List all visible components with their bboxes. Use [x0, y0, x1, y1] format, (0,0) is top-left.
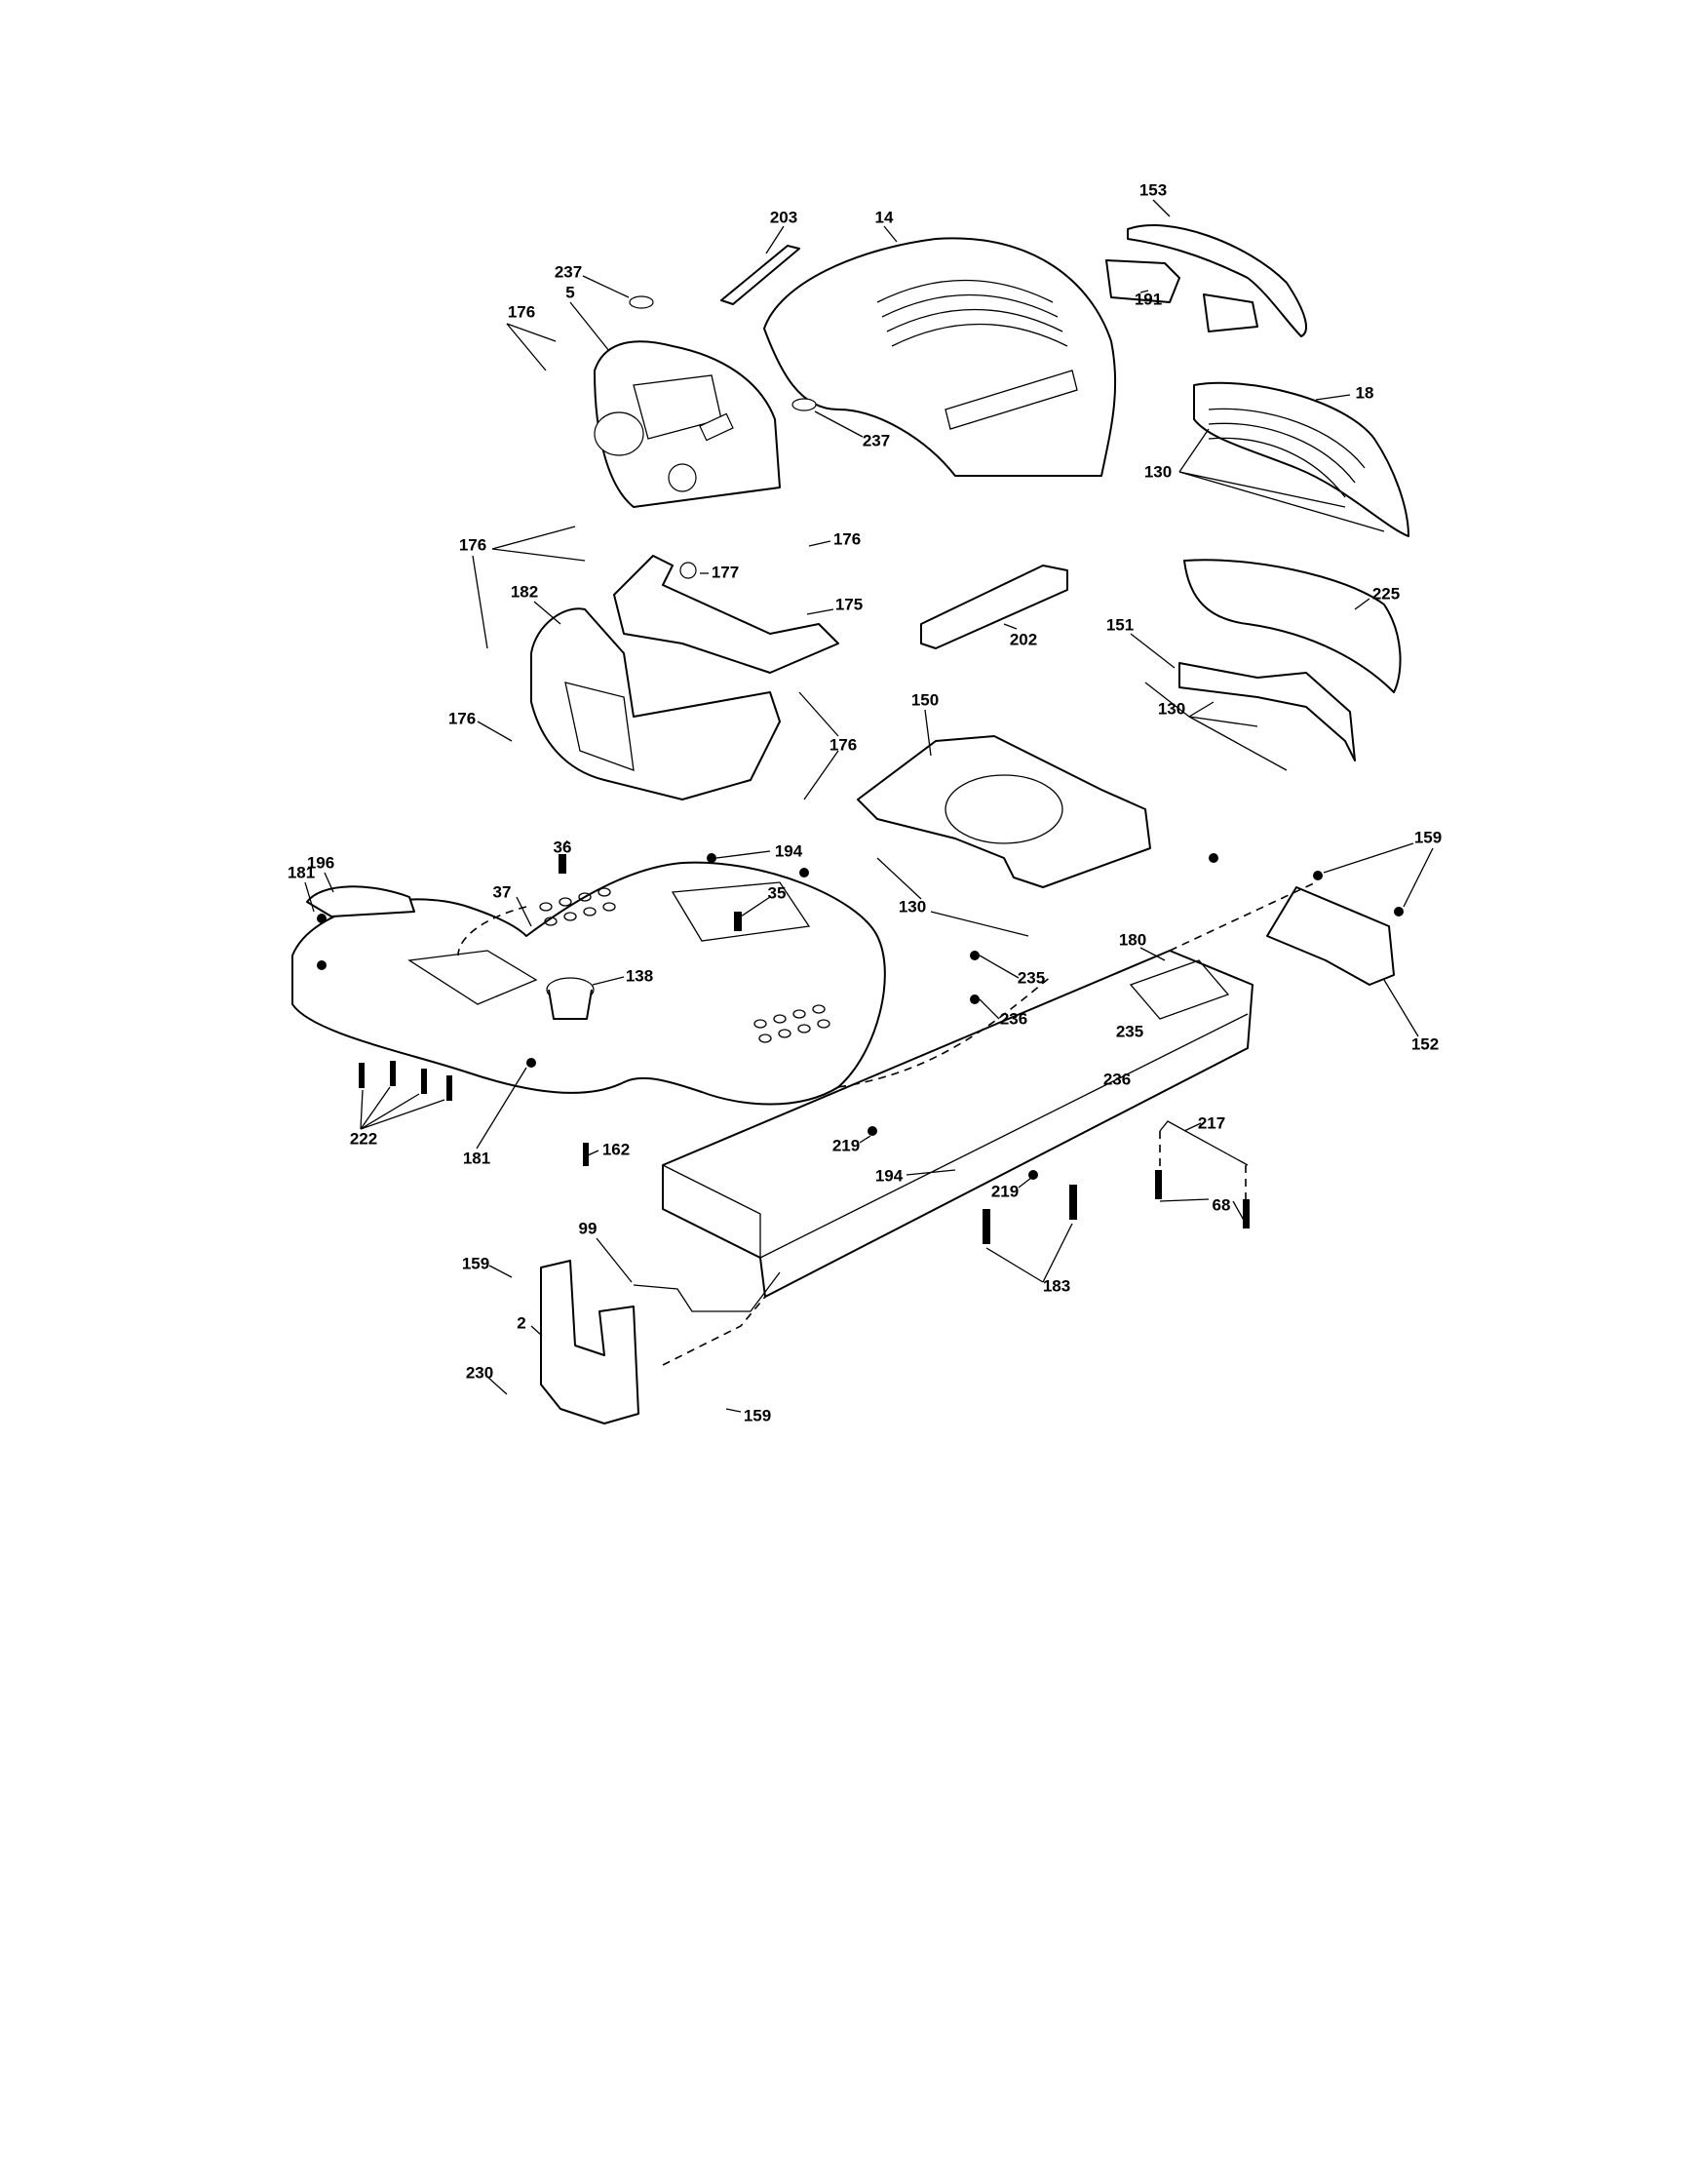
- part-label-222[interactable]: 222: [349, 1129, 378, 1149]
- part-label-175[interactable]: 175: [834, 595, 864, 614]
- part-label-191[interactable]: 191: [1134, 290, 1163, 309]
- dash-panel-5: [594, 340, 781, 508]
- part-label-130[interactable]: 130: [1157, 699, 1186, 719]
- bolt-68-a: [1155, 1170, 1162, 1199]
- lever-99: [633, 1271, 781, 1312]
- plug-237-b: [791, 398, 817, 411]
- part-label-159[interactable]: 159: [461, 1254, 490, 1273]
- part-label-99[interactable]: 99: [578, 1219, 598, 1238]
- clip-177: [679, 562, 697, 579]
- part-label-18[interactable]: 18: [1355, 383, 1374, 403]
- emblem-202: [920, 565, 1068, 649]
- rear-plate-152: [1266, 886, 1395, 986]
- pedal-cover-196: [306, 885, 415, 917]
- part-label-236[interactable]: 236: [1102, 1070, 1132, 1089]
- part-label-203[interactable]: 203: [769, 208, 798, 227]
- part-label-37[interactable]: 37: [492, 882, 512, 902]
- part-label-36[interactable]: 36: [553, 838, 572, 857]
- grille-18: [1193, 381, 1409, 537]
- bracket-151: [1178, 662, 1356, 761]
- part-label-237[interactable]: 237: [862, 431, 891, 450]
- trim-153: [1127, 224, 1307, 337]
- part-label-2[interactable]: 2: [517, 1313, 526, 1333]
- hood-strip-203: [720, 245, 800, 305]
- part-label-196[interactable]: 196: [306, 853, 335, 873]
- part-label-237[interactable]: 237: [554, 262, 583, 282]
- part-label-181[interactable]: 181: [462, 1149, 491, 1168]
- frame-180: [662, 950, 1253, 1298]
- part-label-219[interactable]: 219: [990, 1182, 1020, 1201]
- part-label-236[interactable]: 236: [999, 1009, 1028, 1029]
- part-label-5[interactable]: 5: [565, 283, 575, 302]
- bolt-183-a: [983, 1209, 990, 1244]
- part-label-182[interactable]: 182: [510, 582, 539, 602]
- part-label-176[interactable]: 176: [458, 535, 487, 555]
- part-label-159[interactable]: 159: [1413, 828, 1443, 847]
- part-label-194[interactable]: 194: [874, 1166, 904, 1186]
- part-label-138[interactable]: 138: [625, 966, 654, 986]
- part-label-68[interactable]: 68: [1212, 1195, 1231, 1215]
- part-label-235[interactable]: 235: [1115, 1022, 1144, 1041]
- part-label-150[interactable]: 150: [910, 690, 940, 710]
- part-label-202[interactable]: 202: [1009, 630, 1038, 649]
- plug-237-a: [629, 295, 654, 309]
- part-label-176[interactable]: 176: [507, 302, 536, 322]
- part-label-217[interactable]: 217: [1197, 1113, 1226, 1133]
- block-191-a: [1105, 259, 1180, 303]
- part-label-151[interactable]: 151: [1105, 615, 1135, 635]
- dash-lower-182: [530, 607, 781, 800]
- part-label-130[interactable]: 130: [898, 897, 927, 916]
- bumper-225: [1183, 559, 1402, 693]
- part-label-176[interactable]: 176: [447, 709, 477, 728]
- seat-pan-150: [857, 735, 1151, 888]
- part-label-181[interactable]: 181: [287, 863, 316, 882]
- bracket-175: [613, 555, 839, 674]
- part-label-183[interactable]: 183: [1042, 1276, 1071, 1296]
- block-191-b: [1203, 293, 1258, 332]
- part-label-235[interactable]: 235: [1017, 968, 1046, 988]
- part-label-176[interactable]: 176: [832, 529, 862, 549]
- part-label-152[interactable]: 152: [1410, 1034, 1440, 1054]
- part-label-230[interactable]: 230: [465, 1363, 494, 1383]
- boot-138: [546, 977, 595, 1020]
- bracket-2: [540, 1260, 639, 1424]
- part-label-194[interactable]: 194: [774, 841, 803, 861]
- bolt-183-b: [1069, 1185, 1077, 1220]
- part-label-153[interactable]: 153: [1138, 180, 1168, 200]
- part-label-225[interactable]: 225: [1371, 584, 1401, 604]
- part-label-162[interactable]: 162: [601, 1140, 631, 1159]
- part-label-180[interactable]: 180: [1118, 930, 1147, 950]
- part-label-14[interactable]: 14: [874, 208, 894, 227]
- hood-part-14: [763, 237, 1117, 477]
- part-label-159[interactable]: 159: [743, 1406, 772, 1425]
- part-label-176[interactable]: 176: [829, 735, 858, 755]
- part-label-219[interactable]: 219: [831, 1136, 861, 1155]
- part-label-177[interactable]: 177: [711, 563, 740, 582]
- rod-217: [1159, 1120, 1249, 1166]
- part-label-130[interactable]: 130: [1143, 462, 1173, 482]
- part-label-35[interactable]: 35: [767, 883, 787, 903]
